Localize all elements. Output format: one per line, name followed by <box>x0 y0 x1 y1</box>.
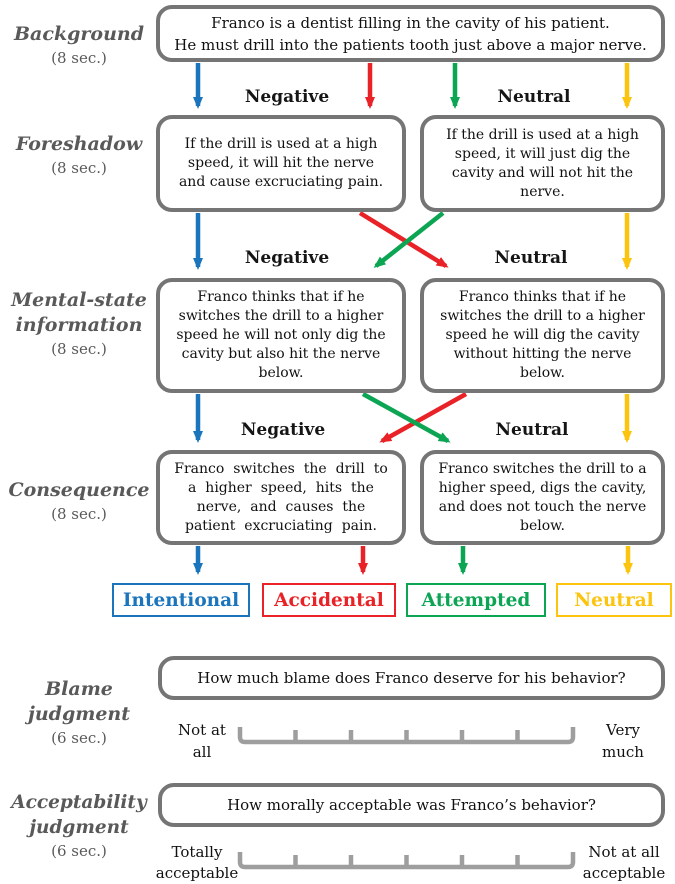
box-consequence-neutral: Franco switches the drill to a higher sp… <box>420 450 665 545</box>
box-foreshadow-neutral: If the drill is used at a high speed, it… <box>420 115 665 212</box>
stage-duration: (8 sec.) <box>51 49 107 67</box>
blame-scale-max-label: Very much <box>602 721 644 761</box>
box-background-story: Franco is a dentist filling in the cavit… <box>156 5 665 62</box>
box-foreshadow-negative: If the drill is used at a high speed, it… <box>156 115 406 212</box>
stage-label-blame-judgment: Blame judgment (6 sec.) <box>0 677 158 749</box>
header-neutral-row3: Neutral <box>495 420 569 440</box>
box-blame-question: How much blame does Franco deserve for h… <box>158 656 665 700</box>
header-negative-row2: Negative <box>244 248 330 268</box>
condition-label-accidental: Accidental <box>262 583 396 617</box>
stage-name: Blame judgment <box>27 678 131 725</box>
acceptability-rating-scale <box>237 852 576 870</box>
blame-rating-scale <box>237 727 576 745</box>
condition-label-intentional: Intentional <box>112 583 250 617</box>
condition-label-attempted: Attempted <box>406 583 546 617</box>
arrow-mental-to-consequence-green-cross <box>361 392 451 443</box>
stage-duration: (6 sec.) <box>51 842 107 860</box>
arrow-foreshadow-to-mental-green-cross <box>373 211 445 268</box>
blame-scale-min-label: Not at all <box>178 721 226 761</box>
stage-label-consequence: Consequence (8 sec.) <box>0 478 158 525</box>
box-mental-state-neutral: Franco thinks that if he switches the dr… <box>420 278 665 393</box>
box-consequence-negative: Franco switches the drill to a higher sp… <box>156 450 406 545</box>
box-mental-state-negative: Franco thinks that if he switches the dr… <box>156 278 406 393</box>
stage-duration: (8 sec.) <box>51 340 107 358</box>
stage-label-mental-state: Mental-state information (8 sec.) <box>0 288 158 360</box>
header-negative-row3: Negative <box>240 420 326 440</box>
stage-name: Acceptability judgment <box>11 792 147 838</box>
stage-label-background: Background (8 sec.) <box>0 22 158 69</box>
stage-name: Background <box>14 23 144 45</box>
stage-label-acceptability-judgment: Acceptability judgment (6 sec.) <box>0 790 158 862</box>
arrow-mental-to-consequence-red-cross <box>379 392 468 443</box>
blame-scale-bracket <box>237 727 576 745</box>
acceptability-scale-bracket <box>237 852 576 870</box>
stage-name: Mental-state information <box>11 289 147 336</box>
acceptability-scale-min-label: Totally acceptable <box>155 843 239 882</box>
header-negative-row1: Negative <box>244 87 330 107</box>
stage-name: Consequence <box>8 479 150 501</box>
stage-name: Foreshadow <box>15 133 143 155</box>
condition-label-neutral: Neutral <box>556 583 672 617</box>
acceptability-scale-max-label: Not at all acceptable <box>582 843 666 882</box>
stage-duration: (8 sec.) <box>51 159 107 177</box>
arrow-foreshadow-to-mental-red-cross <box>358 211 449 268</box>
stage-duration: (8 sec.) <box>51 505 107 523</box>
header-neutral-row1: Neutral <box>497 87 571 107</box>
box-acceptability-question: How morally acceptable was Franco’s beha… <box>158 783 665 827</box>
stage-label-foreshadow: Foreshadow (8 sec.) <box>0 132 158 179</box>
header-neutral-row2: Neutral <box>494 248 568 268</box>
stage-duration: (6 sec.) <box>51 729 107 747</box>
